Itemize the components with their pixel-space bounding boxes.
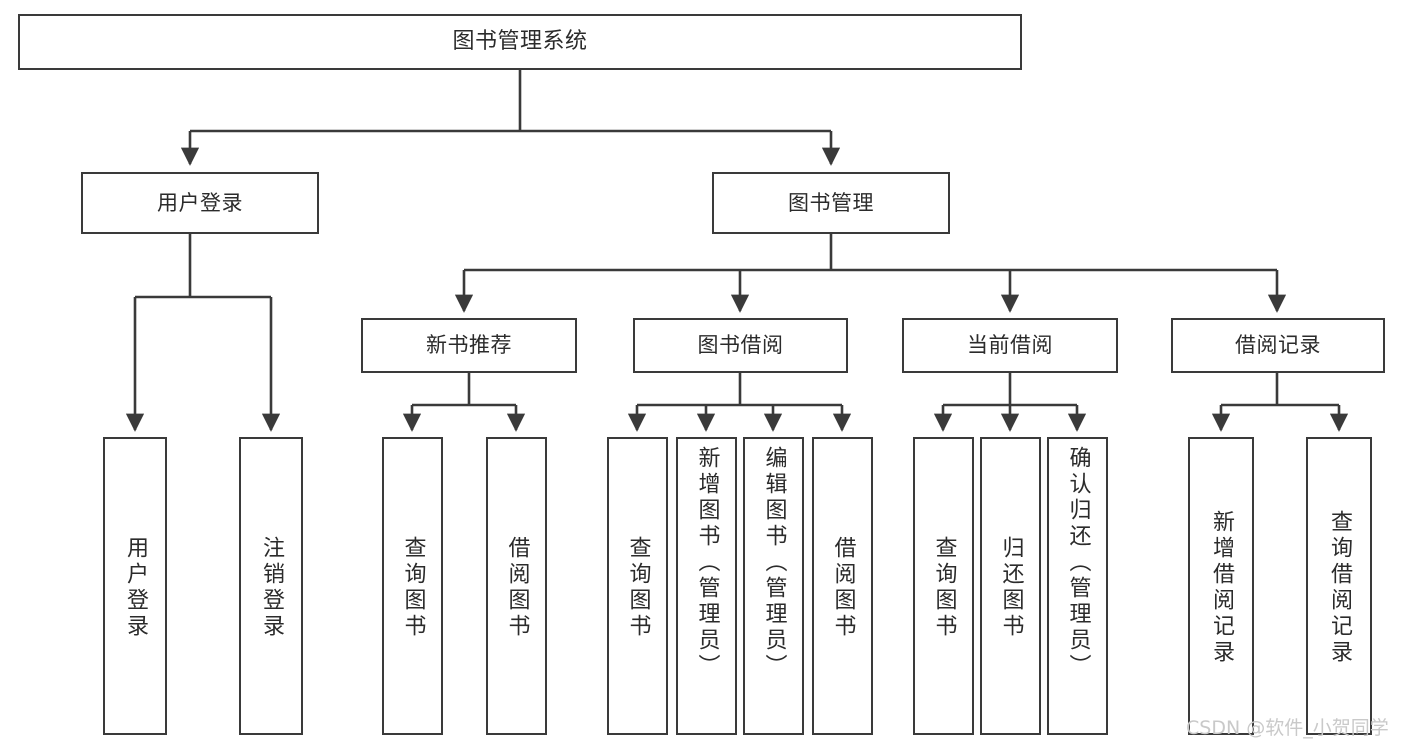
node-current-borrow[interactable]: 当前借阅 [902, 318, 1118, 373]
node-book-management[interactable]: 图书管理 [712, 172, 950, 234]
leaf-borrow-book[interactable]: 借阅图书 [812, 437, 873, 735]
node-label: 编辑图书（管理员） [761, 446, 787, 680]
leaf-query-book-current[interactable]: 查询图书 [913, 437, 974, 735]
node-label: 新增借阅记录 [1209, 510, 1234, 666]
leaf-confirm-return-admin[interactable]: 确认归还（管理员） [1047, 437, 1108, 735]
node-label: 用户登录 [157, 190, 243, 215]
leaf-query-book-recommend[interactable]: 查询图书 [382, 437, 443, 735]
node-label: 图书管理 [788, 190, 874, 215]
node-label: 用户登录 [123, 536, 148, 640]
node-label: 确认归还（管理员） [1065, 446, 1091, 680]
csdn-watermark: CSDN @软件_小贺同学 [1186, 717, 1389, 739]
leaf-query-book-borrow[interactable]: 查询图书 [607, 437, 668, 735]
node-label: 注销登录 [259, 536, 284, 640]
node-label: 新书推荐 [426, 333, 512, 358]
node-new-book-recommend[interactable]: 新书推荐 [361, 318, 577, 373]
node-label: 借阅记录 [1235, 333, 1321, 358]
node-user-login[interactable]: 用户登录 [81, 172, 319, 234]
node-label: 查询图书 [625, 536, 651, 640]
node-label: 查询借阅记录 [1327, 510, 1352, 666]
leaf-user-login[interactable]: 用户登录 [103, 437, 167, 735]
node-label: 借阅图书 [830, 536, 856, 640]
node-borrow-record[interactable]: 借阅记录 [1171, 318, 1385, 373]
node-book-borrow[interactable]: 图书借阅 [633, 318, 848, 373]
leaf-return-book[interactable]: 归还图书 [980, 437, 1041, 735]
leaf-add-borrow-record[interactable]: 新增借阅记录 [1188, 437, 1254, 735]
node-label: 借阅图书 [504, 536, 530, 640]
leaf-add-book-admin[interactable]: 新增图书（管理员） [676, 437, 737, 735]
node-label: 图书管理系统 [452, 29, 588, 55]
node-root-system[interactable]: 图书管理系统 [18, 14, 1022, 70]
leaf-query-borrow-record[interactable]: 查询借阅记录 [1306, 437, 1372, 735]
node-label: 当前借阅 [967, 333, 1053, 358]
leaf-borrow-book-recommend[interactable]: 借阅图书 [486, 437, 547, 735]
node-label: 新增图书（管理员） [694, 446, 720, 680]
node-label: 图书借阅 [697, 333, 784, 358]
node-label: 查询图书 [931, 536, 957, 640]
leaf-logout-login[interactable]: 注销登录 [239, 437, 303, 735]
node-label: 查询图书 [400, 536, 426, 640]
leaf-edit-book-admin[interactable]: 编辑图书（管理员） [743, 437, 804, 735]
node-label: 归还图书 [998, 536, 1024, 640]
